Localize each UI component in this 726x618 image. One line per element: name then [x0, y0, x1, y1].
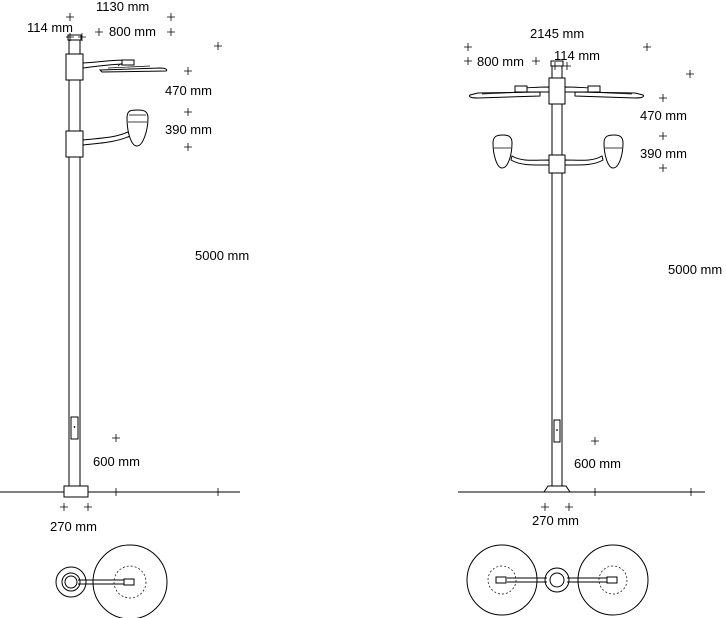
right-lantern-left [492, 134, 513, 169]
right-pole-door [553, 419, 561, 443]
right-lower-arm-right [564, 155, 604, 166]
right-door-height-label: 600 mm [574, 456, 621, 471]
right-upper-height-label: 470 mm [640, 108, 687, 123]
right-pole-elevation: 2145 mm 114 mm 800 mm 470 mm 390 mm 5000… [464, 26, 722, 528]
right-dimension-markers [464, 43, 695, 511]
right-flat-luminaire-right [574, 85, 644, 99]
left-pole-top-cap [67, 34, 82, 41]
left-top-width-label: 1130 mm [96, 0, 149, 14]
left-flat-luminaire [98, 59, 168, 73]
left-pole-base [63, 485, 89, 498]
left-lower-height-label: 390 mm [165, 122, 212, 137]
left-lower-arm [82, 131, 131, 146]
right-pole-plan-view [466, 544, 649, 616]
right-lower-arm-left [510, 155, 550, 166]
left-pole-plan-view [55, 544, 168, 618]
left-base-width-label: 270 mm [50, 519, 97, 534]
left-pole-elevation: 1130 mm 114 mm 800 mm 470 mm 390 mm 5000… [27, 0, 249, 534]
right-top-width-label: 2145 mm [530, 26, 584, 41]
left-lantern [126, 109, 149, 147]
right-base-width-label: 270 mm [532, 513, 579, 528]
right-upper-collar [548, 77, 566, 105]
left-door-height-label: 600 mm [93, 454, 140, 469]
right-arm-length-label: 800 mm [477, 54, 524, 69]
left-lower-collar [65, 130, 84, 158]
right-flat-luminaire-left [469, 85, 541, 99]
left-arm-length-label: 800 mm [109, 24, 156, 39]
right-pole-diameter-label: 114 mm [554, 48, 600, 63]
right-pole-base [543, 485, 571, 493]
right-lantern-right [603, 134, 624, 169]
left-dimension-markers [60, 13, 222, 511]
right-lower-height-label: 390 mm [640, 146, 687, 161]
right-total-height-label: 5000 mm [668, 262, 722, 277]
right-lower-collar [548, 154, 566, 174]
left-pole-diameter-label: 114 mm [27, 20, 73, 35]
left-upper-collar [65, 53, 84, 81]
left-total-height-label: 5000 mm [195, 248, 249, 263]
left-upper-height-label: 470 mm [165, 83, 212, 98]
left-pole-door [70, 416, 79, 440]
